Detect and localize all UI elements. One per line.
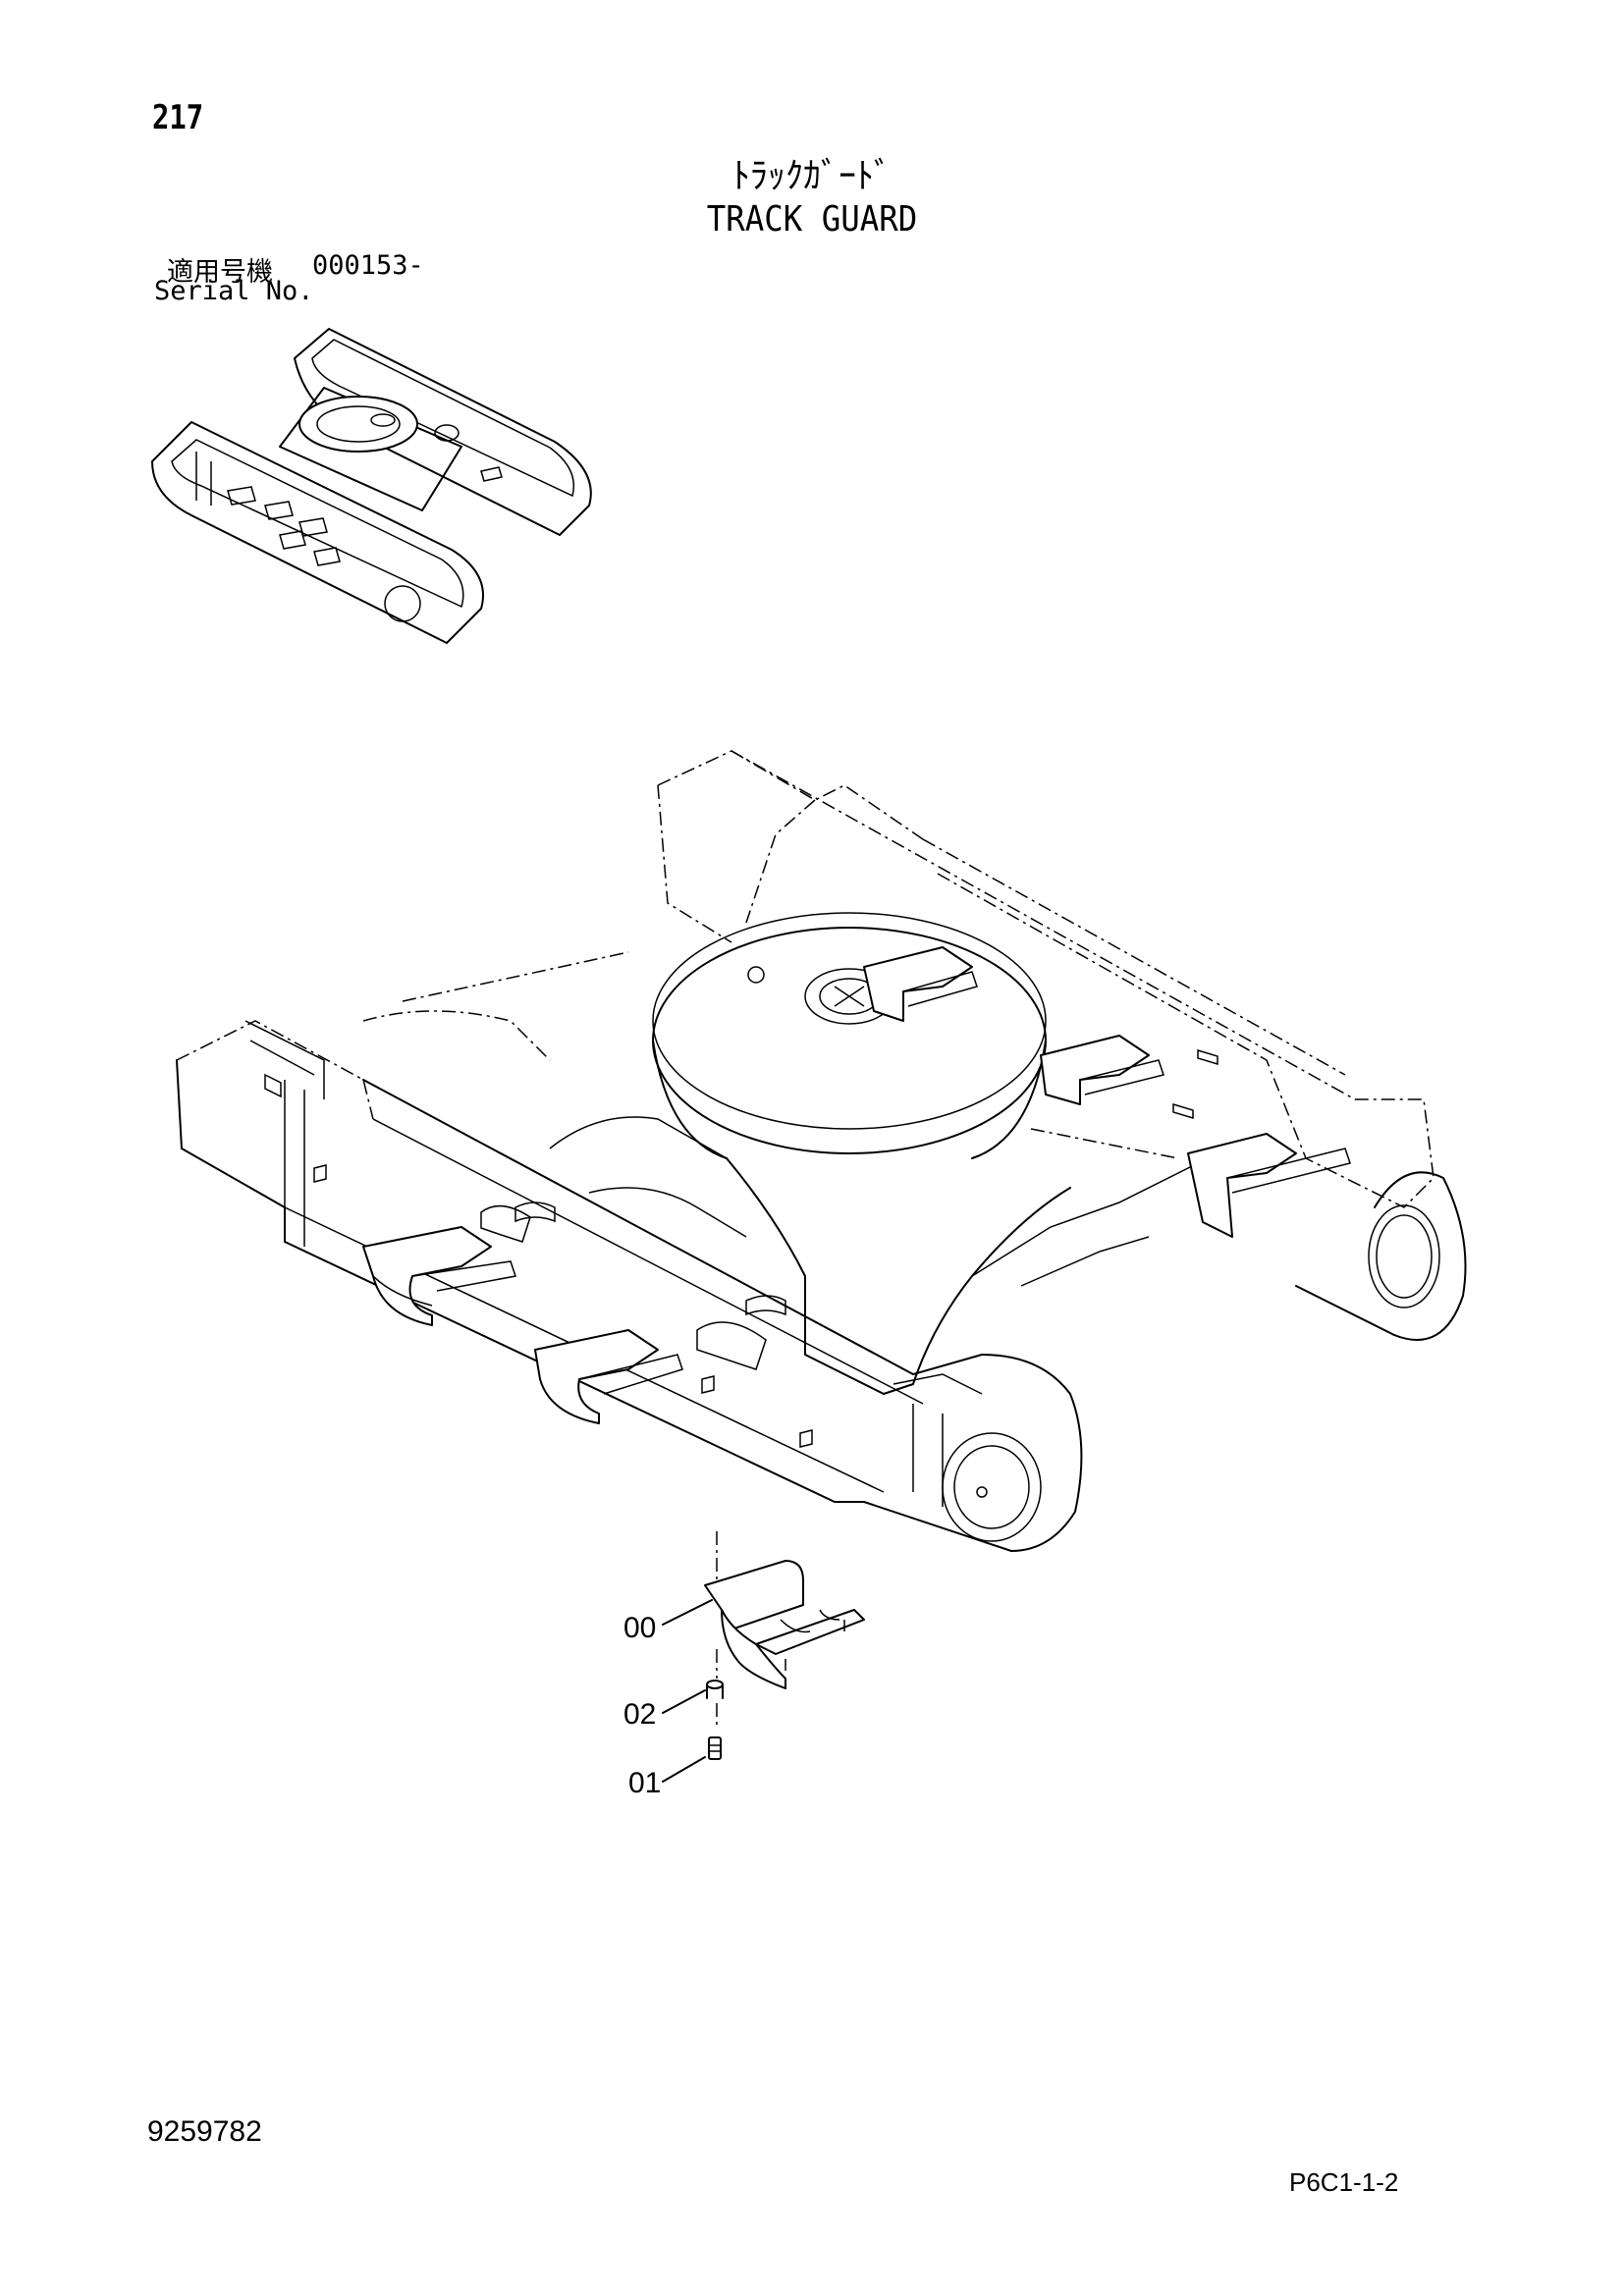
serial-label-english: Serial No. [154, 276, 314, 306]
callout-part-00: 00 [623, 1612, 657, 1644]
page-number: 217 [152, 98, 204, 137]
title-japanese: ﾄﾗｯｸｶﾞｰﾄﾞ [732, 156, 892, 196]
exploded-parts [662, 1531, 865, 1783]
document-number: 9259782 [147, 2115, 262, 2148]
overview-undercarriage-thumbnail [151, 328, 592, 644]
page-reference: P6C1-1-2 [1289, 2167, 1399, 2197]
title-english: TRACK GUARD [706, 199, 918, 240]
callout-part-02: 02 [623, 1698, 657, 1731]
installed-track-guards [362, 946, 1351, 1424]
callout-part-01: 01 [628, 1767, 662, 1799]
serial-label-japanese: 適用号機 [167, 257, 273, 288]
serial-number-value: 000153- [312, 250, 424, 281]
